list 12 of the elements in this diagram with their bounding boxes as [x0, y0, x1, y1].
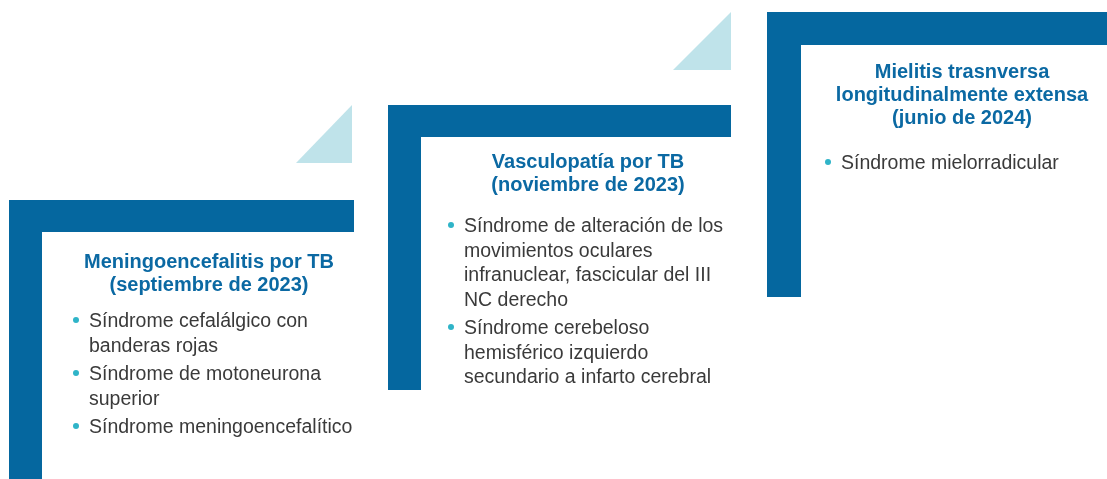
step-bracket — [9, 200, 354, 479]
bullet-item: Síndrome meningoencefalítico — [71, 414, 356, 439]
step-heading: Meningoencefalitis por TB (septiembre de 2023) — [83, 250, 335, 296]
step-heading: Mielitis trasnversa longitudinalmente extensa (junio de 2024) — [834, 60, 1090, 129]
bullet-item: Síndrome de alteración de los movimientos oculares infranuclear, fascicular del III NC derecho — [446, 213, 731, 311]
step-heading: Vasculopatía por TB (noviembre de 2023) — [490, 150, 686, 196]
bullet-item: Síndrome de motoneurona superior — [71, 361, 356, 410]
step-bracket — [388, 105, 731, 390]
bullet-item: Síndrome cerebeloso hemisférico izquierdo secundario a infarto cerebral — [446, 315, 731, 389]
step-bracket — [767, 12, 1107, 297]
bullet-item: Síndrome cefalálgico con banderas rojas — [71, 308, 356, 357]
bullet-item: Síndrome mielorradicular — [823, 150, 1107, 175]
